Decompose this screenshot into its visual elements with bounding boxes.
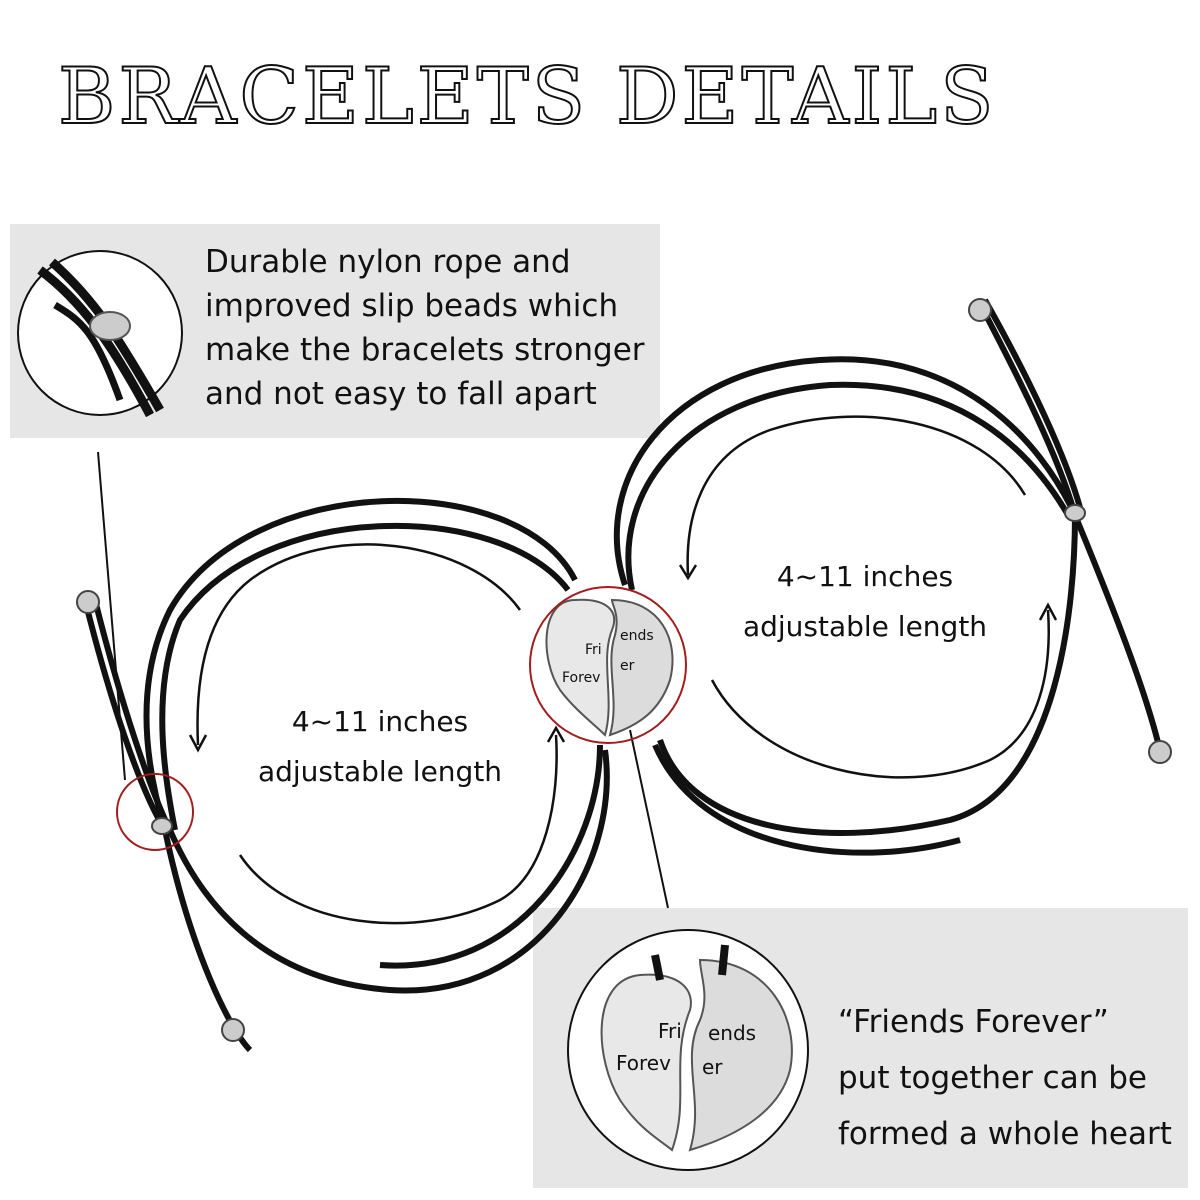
end-bead-icon	[1148, 740, 1172, 764]
adjustable-text: adjustable length	[257, 755, 503, 788]
end-bead-icon	[968, 298, 992, 322]
end-bead-icon	[221, 1018, 245, 1042]
slip-bead-icon	[1064, 504, 1086, 522]
left-length-label: 4~11 inches adjustable length	[240, 697, 520, 797]
text-line: improved slip beads which	[205, 288, 619, 324]
pendant-text: Fri	[658, 1019, 682, 1043]
left-bracelet-cord	[82, 497, 610, 1053]
pendant-text: er	[620, 658, 635, 674]
rope-feature-text: Durable nylon rope and improved slip bea…	[205, 240, 645, 416]
pendant-text: er	[702, 1055, 723, 1079]
slip-bead-icon	[151, 817, 173, 835]
pendant-text: Forev	[562, 670, 600, 686]
pendant-text: ends	[620, 628, 654, 644]
length-arrows	[188, 415, 1058, 925]
rope-closeup-inset	[17, 250, 183, 418]
text-line: and not easy to fall apart	[205, 376, 597, 412]
text-line: “Friends Forever”	[838, 1004, 1109, 1040]
adjustable-text: adjustable length	[742, 610, 988, 643]
pendant-text: ends	[708, 1021, 756, 1045]
text-line: make the bracelets stronger	[205, 332, 645, 368]
text-line: formed a whole heart	[838, 1116, 1172, 1152]
pendant-highlight-ring	[529, 586, 687, 744]
pendant-text: Forev	[616, 1051, 671, 1075]
length-text: 4~11 inches	[776, 560, 954, 593]
right-length-label: 4~11 inches adjustable length	[725, 552, 1005, 652]
right-bracelet-cord	[613, 298, 1165, 856]
text-line: put together can be	[838, 1060, 1147, 1096]
pendant-closeup-inset: Fri Forev ends er	[567, 929, 809, 1171]
page-title: BRACELETS DETAILS	[57, 51, 997, 143]
slip-bead-highlight-ring	[116, 773, 194, 851]
pendant-text: Fri	[585, 642, 602, 658]
end-bead-icon	[76, 590, 100, 614]
pointer-line	[629, 729, 669, 909]
heart-pendant: Fri Forev ends er	[545, 598, 674, 737]
slip-bead-icon	[89, 311, 131, 341]
length-text: 4~11 inches	[291, 705, 469, 738]
heart-feature-text: “Friends Forever” put together can be fo…	[838, 994, 1172, 1162]
text-line: Durable nylon rope and	[205, 244, 571, 280]
